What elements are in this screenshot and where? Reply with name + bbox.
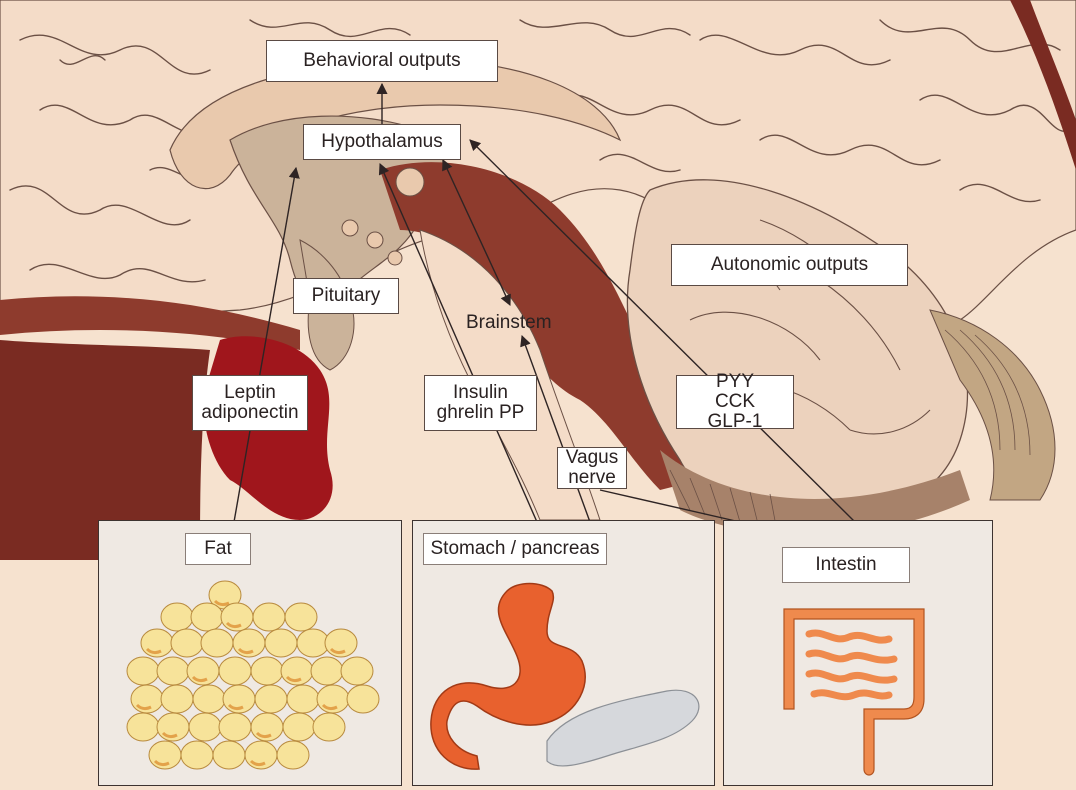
intestin-panel: Intestin <box>723 520 993 786</box>
fat-cell <box>285 603 317 631</box>
fat-title-text: Fat <box>204 538 231 560</box>
fat-cell <box>157 657 189 685</box>
fat-cell <box>297 629 329 657</box>
intestin-panel-title: Intestin <box>782 547 910 583</box>
cck-text: CCK <box>715 392 755 412</box>
brainstem-text: Brainstem <box>466 312 552 333</box>
fat-cell <box>253 603 285 631</box>
stomach-pancreas-panel-title: Stomach / pancreas <box>423 533 607 565</box>
vagus-text: Vagus <box>566 448 618 468</box>
fat-cell <box>127 657 159 685</box>
vagus-nerve-label: Vagus nerve <box>557 447 627 489</box>
fat-cell <box>161 603 193 631</box>
fat-cell <box>127 713 159 741</box>
fat-cell <box>189 713 221 741</box>
fat-cell <box>283 713 315 741</box>
pituitary-label: Pituitary <box>293 278 399 314</box>
fat-cell <box>311 657 343 685</box>
fat-cell <box>313 713 345 741</box>
insulin-text: Insulin <box>453 383 508 403</box>
fat-cell <box>213 741 245 769</box>
ghrelin-pp-text: ghrelin PP <box>437 403 525 423</box>
autonomic-outputs-text: Autonomic outputs <box>711 255 868 275</box>
intestine-illustration <box>764 589 944 781</box>
fat-cell <box>193 685 225 713</box>
stomach-pancreas-title-text: Stomach / pancreas <box>431 538 600 560</box>
fat-cell <box>219 713 251 741</box>
leptin-adiponectin-label: Leptin adiponectin <box>192 375 308 431</box>
fat-panel: Fat <box>98 520 402 786</box>
hypothalamus-label: Hypothalamus <box>303 124 461 160</box>
fat-cell <box>255 685 287 713</box>
small-intestine <box>809 633 894 697</box>
pyy-text: PYY <box>716 372 754 392</box>
stomach-pancreas-panel: Stomach / pancreas <box>412 520 715 786</box>
behavioral-outputs-text: Behavioral outputs <box>303 51 460 71</box>
fat-cell <box>341 657 373 685</box>
fat-cell <box>201 629 233 657</box>
fat-cells-illustration <box>107 571 395 781</box>
pituitary-text: Pituitary <box>312 286 381 306</box>
fat-cell <box>287 685 319 713</box>
fat-cell <box>181 741 213 769</box>
hypothalamus-text: Hypothalamus <box>321 132 442 152</box>
fat-cell <box>277 741 309 769</box>
intestin-title-text: Intestin <box>815 554 876 576</box>
autonomic-outputs-label: Autonomic outputs <box>671 244 908 286</box>
fat-cell <box>171 629 203 657</box>
glp1-text: GLP-1 <box>708 412 763 432</box>
leptin-text: Leptin <box>224 383 276 403</box>
fat-cell <box>251 657 283 685</box>
fat-cell <box>161 685 193 713</box>
fat-cell <box>219 657 251 685</box>
pyy-cck-glp1-label: PYY CCK GLP-1 <box>676 375 794 429</box>
fat-cells <box>127 581 379 769</box>
behavioral-outputs-label: Behavioral outputs <box>266 40 498 82</box>
insulin-ghrelin-label: Insulin ghrelin PP <box>424 375 537 431</box>
fat-panel-title: Fat <box>185 533 251 565</box>
nerve-text: nerve <box>568 468 616 488</box>
brainstem-label: Brainstem <box>466 313 552 333</box>
adiponectin-text: adiponectin <box>201 403 298 423</box>
fat-cell <box>265 629 297 657</box>
stomach-pancreas-illustration <box>417 571 712 781</box>
fat-cell <box>191 603 223 631</box>
fat-cell <box>347 685 379 713</box>
